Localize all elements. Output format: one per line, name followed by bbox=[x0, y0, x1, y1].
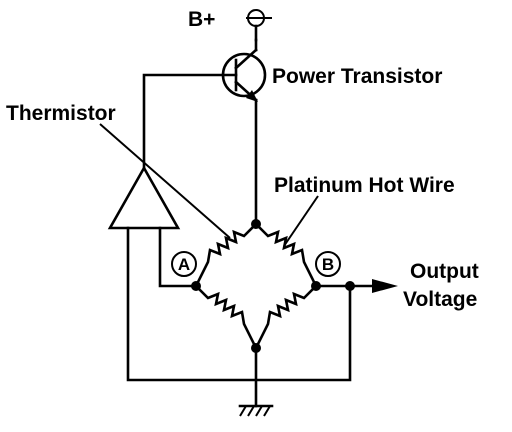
supply-terminal: B+ bbox=[188, 8, 272, 31]
amplifier-symbol bbox=[107, 165, 181, 230]
resistor-thermistor bbox=[194, 222, 258, 288]
bridge bbox=[191, 219, 398, 408]
node-b-label: B bbox=[322, 255, 334, 274]
amp-input-a-wire bbox=[158, 226, 198, 288]
ground-hatch-3 bbox=[255, 405, 263, 417]
node-output bbox=[345, 281, 355, 291]
power-transistor-label: Power Transistor bbox=[272, 65, 442, 88]
ground-icon bbox=[238, 404, 274, 417]
node-a-marker: A bbox=[171, 251, 197, 277]
node-bottom bbox=[251, 343, 261, 353]
platinum-hot-wire-label: Platinum Hot Wire bbox=[274, 174, 455, 197]
output-label-line2: Voltage bbox=[403, 288, 477, 311]
node-top bbox=[251, 219, 261, 229]
node-a-label: A bbox=[178, 255, 190, 274]
node-b-dot bbox=[311, 281, 321, 291]
transistor-collector bbox=[234, 48, 258, 70]
node-b-marker: B bbox=[315, 251, 341, 277]
node-b-circle bbox=[315, 251, 341, 277]
node-a-dot bbox=[191, 281, 201, 291]
ground-hatch-2 bbox=[247, 405, 255, 417]
platinum-leader bbox=[283, 195, 319, 247]
ground-hatch-1 bbox=[239, 405, 247, 417]
resistor-lower-left bbox=[194, 284, 258, 350]
resistor-lower-right bbox=[254, 284, 318, 350]
ground-hatch-4 bbox=[263, 405, 271, 417]
amp-output-wire bbox=[142, 73, 238, 170]
resistor-platinum-hot-wire bbox=[254, 222, 318, 288]
supply-label: B+ bbox=[188, 8, 215, 31]
thermistor-label: Thermistor bbox=[6, 102, 116, 125]
output-arrow bbox=[372, 279, 398, 293]
output-label-line1: Output bbox=[410, 260, 479, 283]
node-a-circle bbox=[171, 251, 197, 277]
amp-input-b-wire bbox=[126, 226, 352, 382]
thermistor-leader bbox=[99, 123, 231, 239]
amplifier bbox=[107, 73, 352, 382]
